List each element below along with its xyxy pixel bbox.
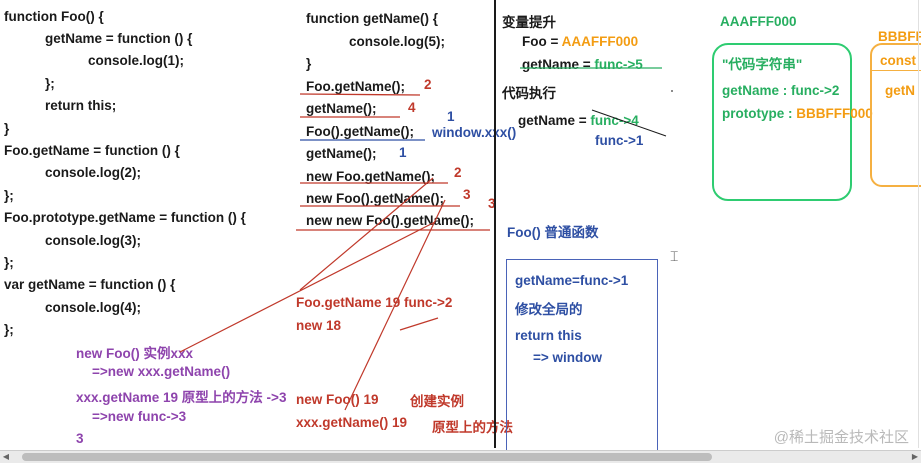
hoist-title: 变量提升 (502, 15, 556, 30)
note-line: 3 (76, 431, 84, 446)
heap-object-foo (712, 43, 852, 201)
code-line: console.log(3); (45, 233, 142, 248)
column-divider (494, 0, 496, 448)
text-cursor-icon: ⌶ (670, 248, 679, 264)
foo-assignment: Foo = AAAFFF000 (522, 34, 638, 49)
annotation-number: 4 (408, 100, 416, 115)
heap-const-label: const (880, 53, 917, 68)
note-line: xxx.getName 19 原型上的方法 ->3 (76, 390, 287, 405)
arrow-right-icon[interactable]: ▶ (911, 452, 919, 461)
connector-stroke (399, 317, 439, 331)
right-edge (918, 0, 919, 448)
code-line: console.log(1); (88, 53, 185, 68)
blue-line: 修改全局的 (515, 302, 583, 317)
annotation-number: 3 (463, 187, 471, 202)
code-line: }; (4, 322, 14, 337)
connector-stroke (344, 199, 446, 411)
annotation-number: 2 (454, 165, 462, 180)
code-line: } (306, 56, 312, 71)
prototype-value: BBBFFF000 (796, 106, 873, 121)
code-line: }; (45, 76, 55, 91)
connector-stroke (179, 221, 436, 353)
code-line: }; (4, 255, 14, 270)
note-line: =>new xxx.getName() (92, 364, 231, 379)
heap-prototype-prop: prototype : BBBFFF000 (722, 106, 873, 121)
note-foo-getname: Foo.getName 19 func->2 (296, 295, 453, 310)
code-line: console.log(4); (45, 300, 142, 315)
code-line: Foo().getName(); (306, 124, 414, 139)
code-line: new Foo.getName(); (306, 169, 436, 184)
code-line: }; (4, 188, 14, 203)
note-xxx-getname: xxx.getName() 19 (296, 415, 408, 430)
blue-line: return this (515, 328, 582, 343)
code-line: new Foo().getName(); (306, 191, 444, 206)
func1-note: func->1 (595, 133, 644, 148)
note-newfoo19: new Foo() 19 (296, 392, 379, 407)
horizontal-scrollbar[interactable]: ◀ ▶ (0, 450, 921, 463)
strike-stroke (591, 109, 667, 137)
getname-exec: getName = func->4 (518, 113, 639, 128)
blue-line: => window (533, 350, 603, 365)
getname2-eq-label: getName = (518, 113, 591, 128)
heap-getn-label: getN (885, 83, 915, 98)
code-line: console.log(2); (45, 165, 142, 180)
connector-stroke (299, 177, 434, 291)
foo-plain-note: Foo() 普通函数 (507, 225, 599, 240)
exec-title: 代码执行 (502, 86, 556, 101)
heap-address-orange: BBBFFF (878, 29, 921, 44)
heap-code-string: "代码字符串" (722, 57, 803, 72)
code-line: Foo.getName = function () { (4, 143, 180, 158)
code-line: new new Foo().getName(); (306, 213, 474, 228)
code-line: getName(); (306, 146, 377, 161)
arrow-left-icon[interactable]: ◀ (2, 452, 10, 461)
heap-getname-prop: getName : func->2 (722, 83, 840, 98)
code-line: getName(); (306, 101, 377, 116)
code-line: function getName() { (306, 11, 439, 26)
note-line: new Foo() 实例xxx (76, 346, 194, 361)
code-line: Foo.prototype.getName = function () { (4, 210, 246, 225)
code-line: console.log(5); (349, 34, 446, 49)
underline-stroke (299, 93, 421, 96)
code-line: getName = function () { (45, 31, 193, 46)
note-proto-method: 原型上的方法 (432, 420, 513, 435)
foo-address: AAAFFF000 (561, 34, 639, 49)
annotation-number: 2 (424, 77, 432, 92)
watermark: @稀土掘金技术社区 (773, 429, 909, 446)
code-line: var getName = function () { (4, 277, 176, 292)
prototype-label: prototype : (722, 106, 797, 121)
blue-line: getName=func->1 (515, 273, 629, 288)
heap-address-green: AAAFFF000 (720, 14, 797, 29)
heap-object-prototype (870, 43, 921, 187)
note-line: =>new func->3 (92, 409, 187, 424)
getname2-value: func->4 (590, 113, 639, 128)
code-line: function Foo() { (4, 9, 104, 24)
code-line: return this; (45, 98, 117, 113)
divider (872, 70, 921, 71)
note-create-instance: 创建实例 (410, 394, 464, 409)
annotation-number: 3 (488, 196, 496, 211)
code-line: } (4, 121, 10, 136)
scrollbar-thumb[interactable] (22, 453, 712, 461)
annotation-number: 1 (399, 145, 407, 160)
note-new18: new 18 (296, 318, 342, 333)
annotation-number: 1 (447, 109, 455, 124)
code-line: Foo.getName(); (306, 79, 405, 94)
foo-eq-label: Foo = (522, 34, 562, 49)
